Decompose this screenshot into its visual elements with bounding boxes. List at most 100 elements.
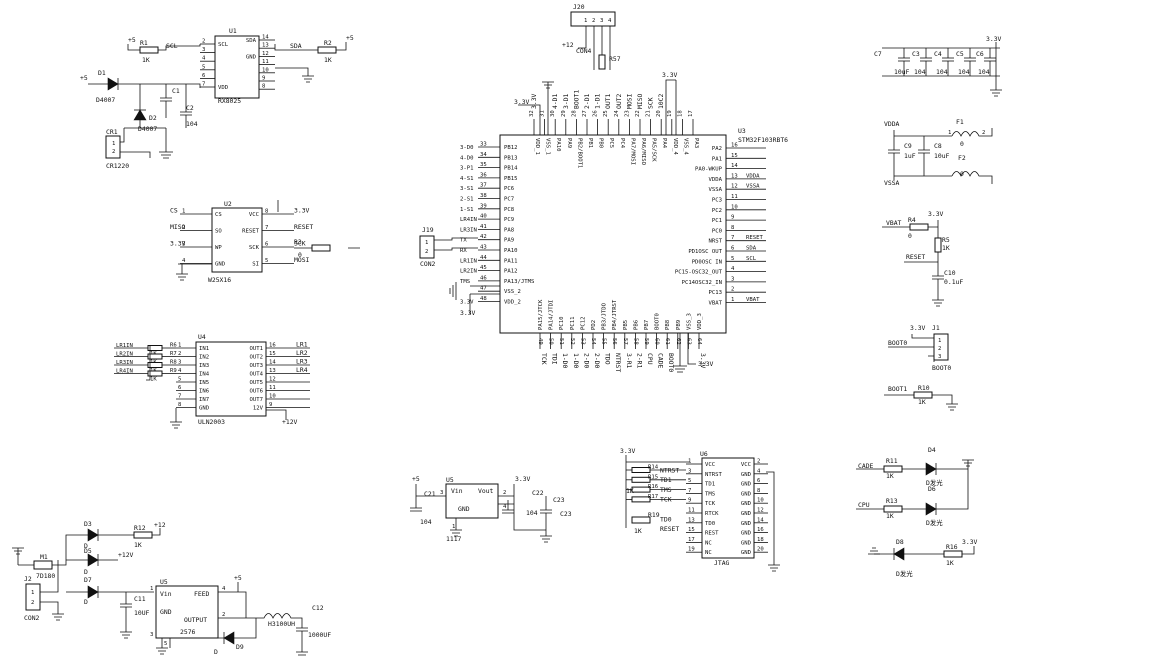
mcu-net-label: LR3IN xyxy=(460,227,477,233)
buck-part: 2576 xyxy=(180,628,196,636)
resistor-ref: R9 xyxy=(170,368,177,374)
ic-net-label: LR2IN xyxy=(116,352,133,358)
mcu-pin-num: 62 xyxy=(675,338,681,345)
jtag-body xyxy=(701,457,755,559)
ic-pin-num: 9 xyxy=(262,76,265,82)
cap-ref: C5 xyxy=(956,50,964,58)
ic-pin-num: 16 xyxy=(269,343,276,349)
pin-num: 2 xyxy=(982,130,985,136)
d5-ref: D5 xyxy=(84,547,92,555)
mcu-net-label: 2-S1 xyxy=(460,197,473,203)
ic-pin-num: 4 xyxy=(757,468,761,474)
mcu-pin-num: 23 xyxy=(624,110,630,117)
buck-pin-output: OUTPUT xyxy=(184,616,207,624)
mcu-pin-num: 35 xyxy=(480,162,487,168)
c21-val: 104 xyxy=(420,518,432,526)
led-d6 xyxy=(925,502,937,516)
ic-pin-name: OUT7 xyxy=(250,397,263,403)
mcu-pin-num: 41 xyxy=(480,224,487,230)
buck-regulator: U5 Vin FEED GND OUTPUT 2576 1 4 2 3 5 C1… xyxy=(120,574,331,656)
mcu-pin-num: 14 xyxy=(731,163,738,169)
ic-pin-num: 10 xyxy=(262,67,269,73)
ic-pin-name: VCC xyxy=(741,462,751,468)
mcu-pin-num: 28 xyxy=(571,110,577,117)
ic-pin-num: 5 xyxy=(265,258,268,264)
c22-ref: C22 xyxy=(532,489,544,497)
mcu-left-pins: 33PB123-D034PB134-D035PB143-P136PB154-S1… xyxy=(460,142,534,306)
ic-pin-name: SCK xyxy=(249,245,260,251)
ic-pin-name: OUT3 xyxy=(250,363,263,369)
mcu-net-label: 3.3V xyxy=(460,300,474,306)
pin-num: 2 xyxy=(592,18,595,24)
wire xyxy=(625,455,690,528)
ic-pin-num: 5 xyxy=(178,377,181,383)
ic-pin-num: 11 xyxy=(688,508,695,514)
ic-net-label: RESET xyxy=(660,525,679,533)
c10-ref: C10 xyxy=(944,269,956,277)
wire xyxy=(266,409,287,420)
ic-pin-num: 7 xyxy=(688,488,691,494)
mcu-pin-name: PC15-OSC32_OUT xyxy=(675,270,723,276)
ic-pin-name: NC xyxy=(705,550,712,556)
mcu-net-label: TX xyxy=(460,238,467,244)
mcu-net-label: LR2IN xyxy=(460,269,477,275)
ic-pin-name: NTRST xyxy=(705,472,722,478)
capacitor-c11 xyxy=(120,592,132,639)
mcu-top-pins: 32VDD_13.3V31VSS_130PA104-D129PA93-D128P… xyxy=(529,90,699,169)
ic-pin-num: 9 xyxy=(688,498,691,504)
mcu-pin-num: 32 xyxy=(529,110,535,117)
flash-ref: U2 xyxy=(224,200,232,208)
cr1-ref: CR1 xyxy=(106,128,118,136)
mcu-pin-name: PC8 xyxy=(504,207,515,213)
ground-symbol xyxy=(176,263,212,281)
pin-num: 1 xyxy=(938,338,941,344)
mcu-net-label: 3-D0 xyxy=(460,145,473,151)
resistor-val: 1K xyxy=(150,377,157,383)
diode-d2 xyxy=(133,109,147,121)
mcu-pin-name: VSS_1 xyxy=(545,138,551,155)
net-label-cade: CADE xyxy=(858,462,874,470)
ic-net-label: LR3 xyxy=(296,358,308,366)
c8-ref: C8 xyxy=(934,142,942,150)
ic-pin-num: 20 xyxy=(757,547,764,553)
j19-ref: J19 xyxy=(422,226,434,234)
resistor-r3 xyxy=(311,244,331,252)
ic-pin-name: OUT6 xyxy=(250,389,263,395)
mcu-pin-name: VDD_3 xyxy=(697,313,703,330)
j2-body xyxy=(25,583,41,611)
resistor-ref: R14 xyxy=(648,465,659,471)
ic-net-label: RESET xyxy=(294,223,313,231)
mcu-pin-num: 8 xyxy=(731,225,735,231)
pin-num: 4 xyxy=(222,586,226,592)
ground-symbol xyxy=(766,471,780,572)
net-label-reset: RESET xyxy=(906,253,925,261)
pin-num: 2 xyxy=(503,490,506,496)
jtag-part: JTAG xyxy=(714,559,730,567)
r4-ref: R4 xyxy=(908,216,916,224)
mcu-pin-name: PB0 xyxy=(598,138,604,148)
ic-pin-num: 13 xyxy=(269,368,276,374)
ic-pin-num: 15 xyxy=(269,351,276,357)
driver-body xyxy=(195,341,267,417)
pin-num: 2 xyxy=(222,612,225,618)
resistor-r57 xyxy=(598,54,606,70)
net-label-plus5: +5 xyxy=(234,574,242,582)
ic-pin-name: IN1 xyxy=(199,346,209,352)
pin-num: 1 xyxy=(452,524,455,530)
ic-pin-num: 1 xyxy=(182,209,185,215)
c23-ref: C23 xyxy=(553,496,565,504)
mcu-net-label: TDI xyxy=(551,353,559,365)
mcu-net-label: 2-R1 xyxy=(635,353,643,369)
mcu-pin-name: PB6 xyxy=(633,320,639,330)
mcu-pin-num: 31 xyxy=(540,110,546,117)
ic-pin-num: 8 xyxy=(178,402,182,408)
ic-pin-num: 2 xyxy=(182,225,185,231)
mcu-pin-name: PB15 xyxy=(504,176,517,182)
mcu-pin-name: PA5/SCK xyxy=(651,138,657,162)
mcu-pin-name: PB14 xyxy=(504,166,518,172)
wire xyxy=(12,547,58,566)
mcu-net-label: LR4IN xyxy=(460,217,477,223)
mcu-pin-name: PB7 xyxy=(644,320,650,330)
pin-num: 2 xyxy=(31,600,34,606)
